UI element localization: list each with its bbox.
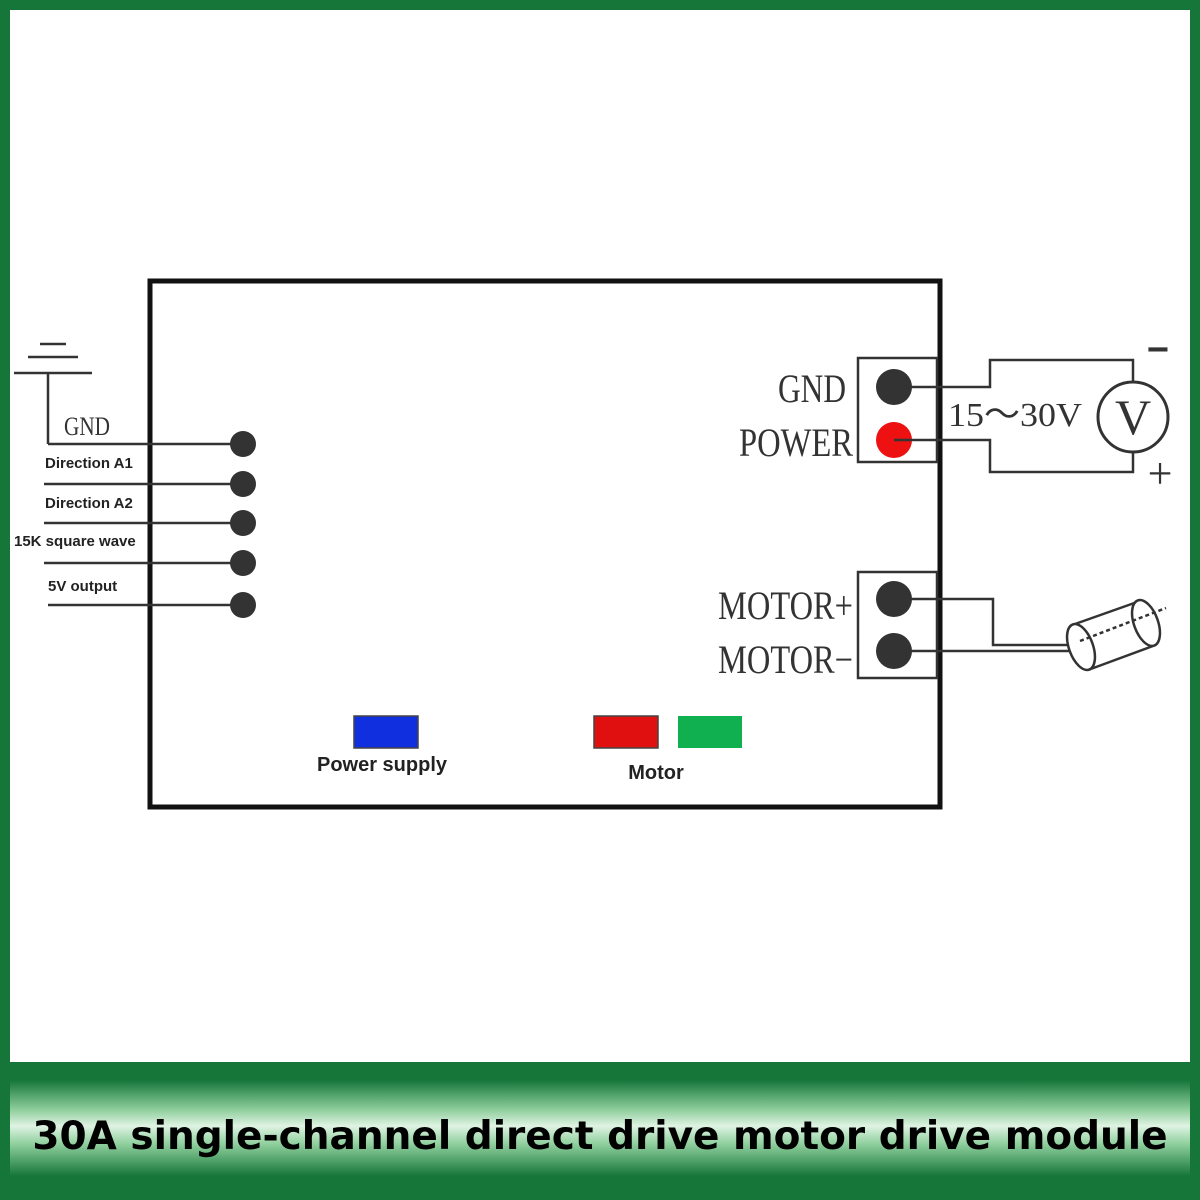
supply-wires: [894, 358, 1135, 474]
banner-title: 30A single-channel direct drive motor dr…: [32, 1114, 1168, 1159]
label-gnd: GND: [64, 412, 110, 441]
label-direction-a1: Direction A1: [45, 455, 133, 472]
motor-symbol: [1065, 598, 1167, 672]
pin-15k-square-wave: [230, 550, 256, 576]
module-body: [147, 278, 943, 810]
title-banner: 30A single-channel direct drive motor dr…: [10, 1062, 1190, 1190]
pin-5v-output: [230, 592, 256, 618]
supply-plus-sign: +: [1148, 449, 1173, 498]
label-motor-plus: MOTOR+: [718, 583, 853, 628]
label-direction-a2: Direction A2: [45, 495, 133, 512]
ground-symbol: [14, 342, 92, 444]
label-power-supply: Power supply: [317, 754, 448, 776]
label-motor: Motor: [628, 762, 684, 784]
pin-direction-a1: [230, 471, 256, 497]
motor-indicator-led-1: [593, 715, 659, 749]
voltage-source-letter: V: [1115, 389, 1151, 445]
control-wires: [44, 442, 243, 607]
label-5v-output: 5V output: [48, 578, 117, 595]
motor-wires: [894, 597, 1070, 653]
label-power: POWER: [739, 420, 853, 465]
label-motor-minus: MOTOR−: [718, 637, 853, 682]
label-15k-square-wave: 15K square wave: [14, 533, 136, 550]
supply-minus-sign: −: [1147, 329, 1169, 371]
label-power-gnd: GND: [778, 366, 846, 411]
label-supply-range: 15～30V: [948, 397, 1082, 434]
pin-direction-a2: [230, 510, 256, 536]
motor-indicator-led-2: [678, 716, 742, 748]
power-indicator-led: [353, 715, 419, 749]
voltage-source-symbol: [1096, 380, 1170, 454]
pin-gnd: [230, 431, 256, 457]
